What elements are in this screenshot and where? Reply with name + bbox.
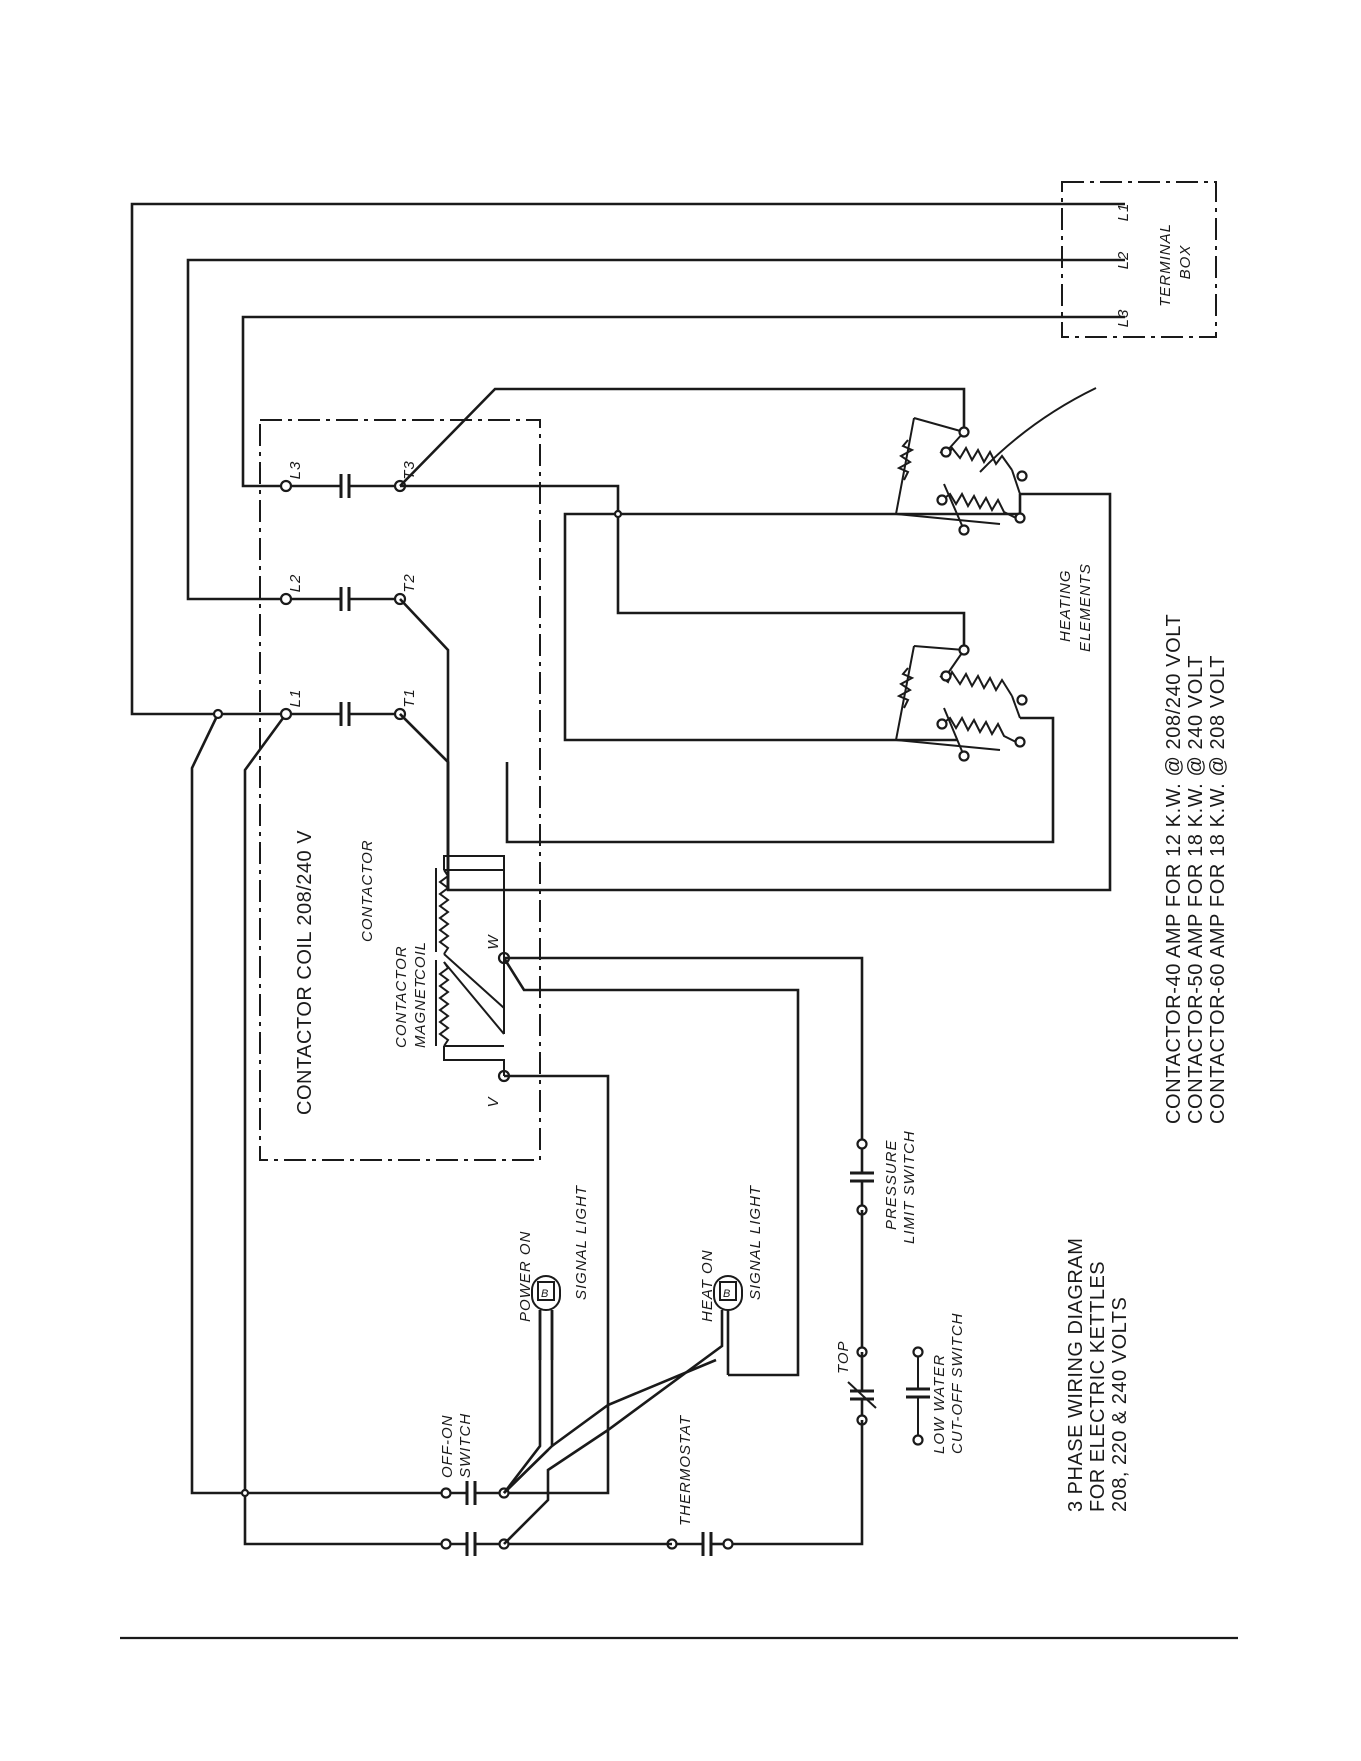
- terminal-box: L1 L2 L3 TERMINAL BOX: [1061, 181, 1217, 338]
- heat-on-bulb-mark: B: [723, 1288, 731, 1300]
- contactor-coil-title: CONTACTOR COIL 208/240 V: [294, 830, 316, 1115]
- coil-terminal-v: V: [485, 1096, 502, 1108]
- spec-line-1: CONTACTOR-40 AMP FOR 12 K.W. @ 208/240 V…: [1163, 614, 1185, 1124]
- low-water-label: LOW WATER: [931, 1354, 948, 1454]
- off-on-switch-label-2: SWITCH: [457, 1413, 474, 1478]
- control-circuit: [240, 956, 930, 1556]
- coil-terminal-w: W: [485, 934, 502, 950]
- heating-element-upper: [894, 417, 1028, 536]
- heating-elements-label: HEATING: [1057, 569, 1074, 642]
- low-water-label-2: CUT-OFF SWITCH: [949, 1313, 966, 1455]
- contactor-terminal-t2: T2: [401, 573, 418, 593]
- supply-wires: [130, 202, 1125, 1546]
- contactor-terminal-t1: T1: [401, 688, 418, 708]
- load-wires: [399, 387, 1112, 892]
- diagram-title-line-3: 208, 220 & 240 VOLTS: [1109, 1297, 1131, 1512]
- contactor-terminal-l1: L1: [287, 689, 304, 708]
- contactor-magnet-label-3: COIL: [412, 941, 429, 980]
- contactor: L3 L2 L1 T3 T2 T1 CONTACTOR COIL 208/240…: [212, 419, 541, 1161]
- terminal-box-line-label-l1: L1: [1115, 203, 1132, 222]
- thermostat-label: THERMOSTAT: [677, 1414, 694, 1526]
- heat-on-label-2: SIGNAL LIGHT: [747, 1184, 764, 1300]
- contactor-terminal-l3: L3: [287, 461, 304, 480]
- diagram-title-line-2: FOR ELECTRIC KETTLES: [1087, 1261, 1109, 1512]
- spec-line-2: CONTACTOR-50 AMP FOR 18 K.W. @ 240 VOLT: [1185, 655, 1207, 1124]
- contactor-terminal-t3: T3: [401, 460, 418, 480]
- diagram-title-line-1: 3 PHASE WIRING DIAGRAM: [1065, 1238, 1087, 1512]
- off-on-switch-label: OFF-ON: [439, 1415, 456, 1479]
- heating-elements-leader: [979, 387, 1097, 473]
- contactor-label: CONTACTOR: [359, 839, 376, 942]
- contactor-terminal-l2: L2: [287, 574, 304, 593]
- power-on-bulb-mark: B: [541, 1288, 549, 1300]
- contactor-magnet-label-2: MAGNET: [412, 977, 429, 1048]
- pressure-limit-label: PRESSURE: [883, 1139, 900, 1230]
- pressure-limit-label-2: LIMIT SWITCH: [901, 1130, 918, 1244]
- contactor-outline: [259, 419, 541, 1161]
- terminal-box-label-2: BOX: [1177, 245, 1194, 280]
- contactor-magnet-label: CONTACTOR: [393, 945, 410, 1048]
- heat-on-label: HEAT ON: [699, 1249, 716, 1322]
- heating-element-lower: [894, 644, 1028, 762]
- power-on-signal-light: B: [531, 1275, 561, 1360]
- heat-on-signal-light: B: [713, 1275, 743, 1311]
- power-on-label: POWER ON: [517, 1231, 534, 1322]
- spec-line-3: CONTACTOR-60 AMP FOR 18 K.W. @ 208 VOLT: [1207, 655, 1229, 1124]
- heating-elements-label-2: ELEMENTS: [1077, 563, 1094, 652]
- power-on-label-2: SIGNAL LIGHT: [573, 1184, 590, 1300]
- top-switch-label: TOP: [835, 1340, 852, 1374]
- terminal-box-label: TERMINAL: [1157, 223, 1174, 307]
